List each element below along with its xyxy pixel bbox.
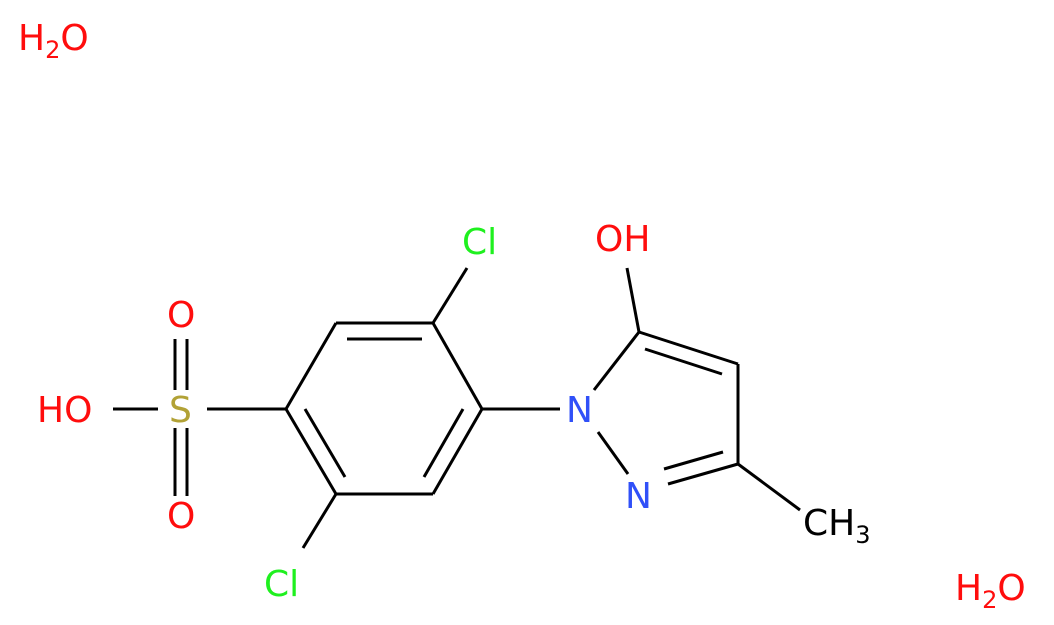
water-label-top: H2O [18,18,89,64]
bond-ring-2 [431,322,484,410]
sulfur-label: S [169,390,192,431]
bond-ring-3 [431,408,484,495]
bond-c5-c4 [638,330,739,366]
bond-c-cl-bottom [301,493,338,549]
chlorine-label-bottom: Cl [264,564,299,605]
methyl-main: CH [803,503,855,544]
water-label-bottom: H2O [955,568,1026,614]
water-bottom-h: H [955,568,982,609]
bond-c-cl-top [431,267,469,324]
chlorine-label-top: Cl [462,222,497,263]
bond-ring-6 [284,322,338,410]
bond-ring-5-inner [303,408,347,478]
water-bottom-o: O [997,568,1025,609]
oxygen-label-bottom: O [167,496,195,537]
methyl-sub: 3 [855,521,870,549]
methyl-label: CH3 [803,503,871,549]
water-top-sub: 2 [45,36,60,64]
water-bottom-sub: 2 [982,586,997,614]
bond-n2-n1 [596,431,630,475]
hydroxyl-label-pyrazole: OH [595,219,650,260]
atom-labels: H2O H2O Cl Cl OH N N CH3 S O O HO [18,18,1026,614]
bond-ring-3-inner [422,408,465,478]
bond-c5-oh [625,267,641,333]
water-top-h: H [18,18,45,59]
bond-n1-c5 [592,331,641,391]
sulfonic-hydroxyl-label: HO [37,390,92,431]
bond-c5-c4-inner [644,347,723,376]
bond-c3-methyl [737,462,801,512]
bonds [113,267,801,549]
bond-c3-n2-inner [663,450,724,471]
water-top-o: O [60,18,88,59]
nitrogen-label-n1: N [566,390,593,431]
bond-ring-5 [284,408,338,495]
nitrogen-label-n2: N [625,476,652,517]
oxygen-label-top: O [167,295,195,336]
bond-c3-n2 [667,462,739,486]
